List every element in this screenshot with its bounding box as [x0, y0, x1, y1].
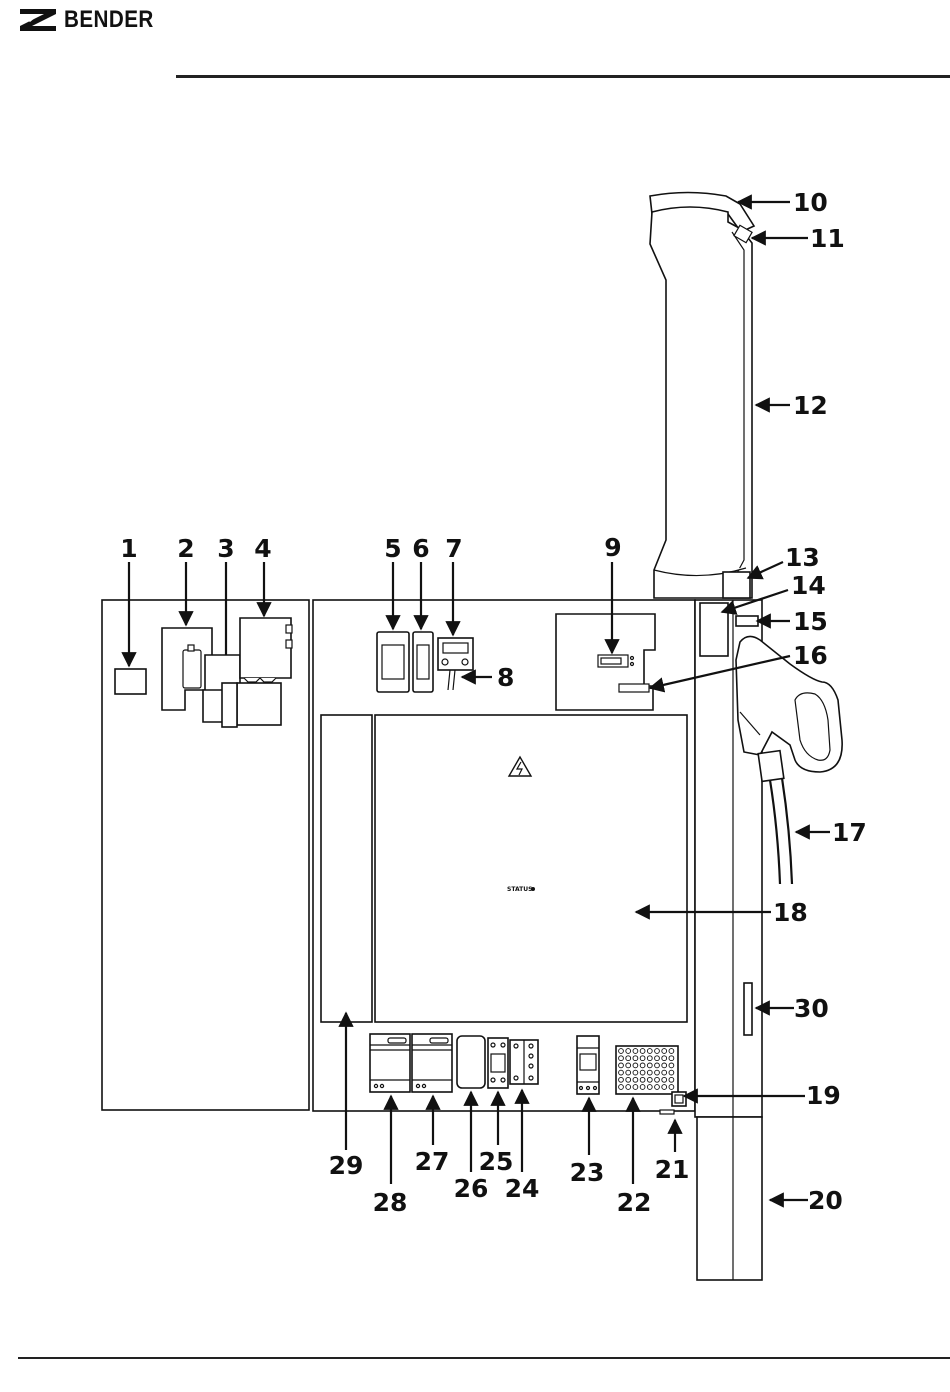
callout-6: 6	[412, 534, 429, 563]
terminal-screw	[640, 1049, 645, 1054]
callout-21: 21	[655, 1155, 690, 1184]
callout-25: 25	[479, 1147, 514, 1176]
callout-3: 3	[217, 534, 234, 563]
terminal-screw	[669, 1077, 674, 1082]
terminal-screw	[662, 1056, 667, 1061]
callout-12: 12	[793, 391, 828, 420]
terminal-screw	[655, 1077, 660, 1082]
terminal-screw	[647, 1077, 652, 1082]
component-26	[457, 1036, 485, 1088]
component-24	[510, 1040, 538, 1084]
callout-29: 29	[329, 1151, 364, 1180]
terminal-screw	[655, 1049, 660, 1054]
terminal-screw	[647, 1070, 652, 1075]
terminal-screw	[640, 1070, 645, 1075]
callout-10: 10	[793, 188, 828, 217]
terminal-screw	[633, 1056, 638, 1061]
left-door	[102, 600, 309, 1110]
terminal-screw	[626, 1063, 631, 1068]
terminal-screw	[626, 1049, 631, 1054]
post-foot-20	[697, 1117, 762, 1280]
status-label: STATUS	[507, 886, 532, 893]
terminal-screw	[662, 1070, 667, 1075]
callout-13: 13	[785, 543, 820, 572]
terminal-screw	[669, 1056, 674, 1061]
terminal-screw	[655, 1056, 660, 1061]
callout-2: 2	[177, 534, 194, 563]
callout-28: 28	[373, 1188, 408, 1217]
terminal-screw	[633, 1063, 638, 1068]
callout-18: 18	[773, 898, 808, 927]
terminal-screw	[619, 1085, 624, 1090]
terminal-screw	[655, 1070, 660, 1075]
terminal-screw	[626, 1070, 631, 1075]
terminal-screw	[619, 1077, 624, 1082]
callout-23: 23	[570, 1158, 605, 1187]
component-15	[736, 616, 758, 626]
terminal-screw	[640, 1056, 645, 1061]
callout-20: 20	[808, 1186, 843, 1215]
door-component-4	[240, 618, 291, 678]
terminal-screw	[647, 1085, 652, 1090]
terminal-screw	[669, 1049, 674, 1054]
component-30	[744, 983, 752, 1035]
terminal-screw	[633, 1070, 638, 1075]
terminal-screw	[619, 1056, 624, 1061]
terminal-screw	[619, 1049, 624, 1054]
terminal-screw	[662, 1077, 667, 1082]
terminal-screw	[669, 1085, 674, 1090]
callout-4: 4	[254, 534, 271, 563]
terminal-screw	[655, 1085, 660, 1090]
terminal-screw	[619, 1063, 624, 1068]
terminal-screw	[662, 1085, 667, 1090]
component-13	[723, 572, 750, 598]
terminal-screw	[662, 1063, 667, 1068]
callout-11: 11	[810, 224, 845, 253]
callout-22: 22	[617, 1188, 652, 1217]
callout-19: 19	[806, 1081, 841, 1110]
callout-8: 8	[497, 663, 514, 692]
terminal-screw	[633, 1085, 638, 1090]
terminal-screw	[633, 1049, 638, 1054]
callout-30: 30	[794, 994, 829, 1023]
terminal-screw	[626, 1085, 631, 1090]
callout-17: 17	[832, 818, 867, 847]
terminal-screw	[626, 1056, 631, 1061]
terminal-screw	[626, 1077, 631, 1082]
component-25	[488, 1038, 508, 1088]
terminal-screw	[640, 1085, 645, 1090]
callout-15: 15	[793, 607, 828, 636]
terminal-screw	[647, 1063, 652, 1068]
footer-rule	[18, 1357, 950, 1359]
terminal-screw	[669, 1063, 674, 1068]
terminal-screw	[640, 1077, 645, 1082]
door-component-1	[115, 669, 146, 694]
callout-7: 7	[445, 534, 462, 563]
terminal-screw	[647, 1056, 652, 1061]
callout-24: 24	[505, 1174, 540, 1203]
callout-1: 1	[120, 534, 137, 563]
callout-27: 27	[415, 1147, 450, 1176]
callout-14: 14	[791, 571, 826, 600]
component-27	[412, 1034, 452, 1092]
component-21	[660, 1110, 674, 1114]
callout-9: 9	[604, 533, 621, 562]
status-led	[531, 887, 535, 891]
terminal-block-22	[616, 1046, 678, 1094]
terminal-screw	[640, 1063, 645, 1068]
component-28	[370, 1034, 410, 1092]
protective-cover-18	[375, 715, 687, 1022]
cable-channel-29	[321, 715, 372, 1022]
terminal-screw	[662, 1049, 667, 1054]
terminal-screw	[633, 1077, 638, 1082]
terminal-screw	[619, 1070, 624, 1075]
terminal-screw	[647, 1049, 652, 1054]
callout-16: 16	[793, 641, 828, 670]
component-23	[577, 1036, 599, 1094]
terminal-screw	[669, 1070, 674, 1075]
terminal-screw	[655, 1063, 660, 1068]
callout-26: 26	[454, 1174, 489, 1203]
callout-5: 5	[384, 534, 401, 563]
